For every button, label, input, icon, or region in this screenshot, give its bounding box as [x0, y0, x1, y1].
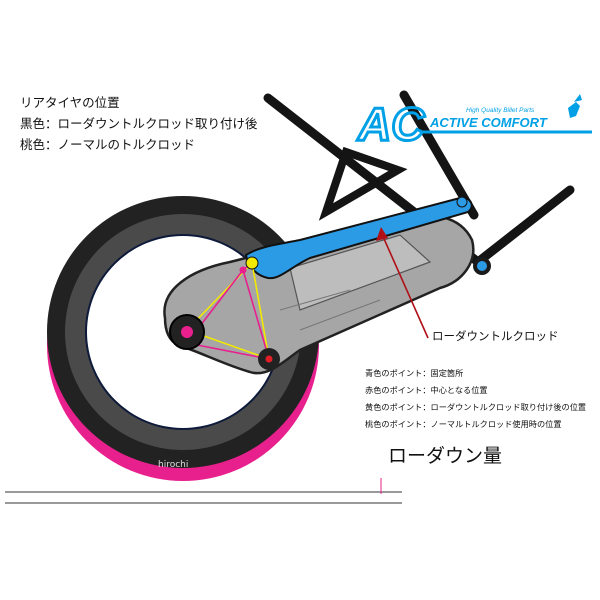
active-comfort-logo: AC High Quality Billet Parts ACTIVE COMF…	[356, 94, 592, 152]
torque-rod-callout-label: ローダウントルクロッド	[432, 329, 559, 343]
legend-item-lowered: 黄色のポイント：ローダウントルクロッド取り付け後の位置	[365, 402, 587, 412]
marked-points	[239, 196, 491, 275]
watermark: hirochi	[158, 460, 189, 470]
pegasus-icon	[568, 94, 582, 118]
header-line-1: リアタイヤの位置	[20, 95, 120, 110]
logo-name: ACTIVE COMFORT	[429, 115, 548, 130]
swingarm	[163, 214, 475, 375]
lowdown-amount-label: ローダウン量	[388, 445, 503, 467]
legend-item-fixed: 青色のポイント：固定箇所	[365, 368, 464, 378]
legend-item-normal: 桃色のポイント：ノーマルトルクロッド使用時の位置	[365, 419, 562, 429]
callout-arrow	[376, 227, 429, 339]
torque-rod	[244, 196, 473, 280]
axle-points	[169, 314, 280, 370]
logo-mark: AC	[357, 98, 425, 150]
logo-tagline: High Quality Billet Parts	[466, 107, 535, 114]
header-line-3: 桃色：ノーマルのトルクロッド	[20, 137, 196, 152]
legend-item-center: 赤色のポイント：中心となる位置	[365, 385, 488, 395]
header-line-2: 黒色：ローダウントルクロッド取り付け後	[20, 116, 258, 131]
